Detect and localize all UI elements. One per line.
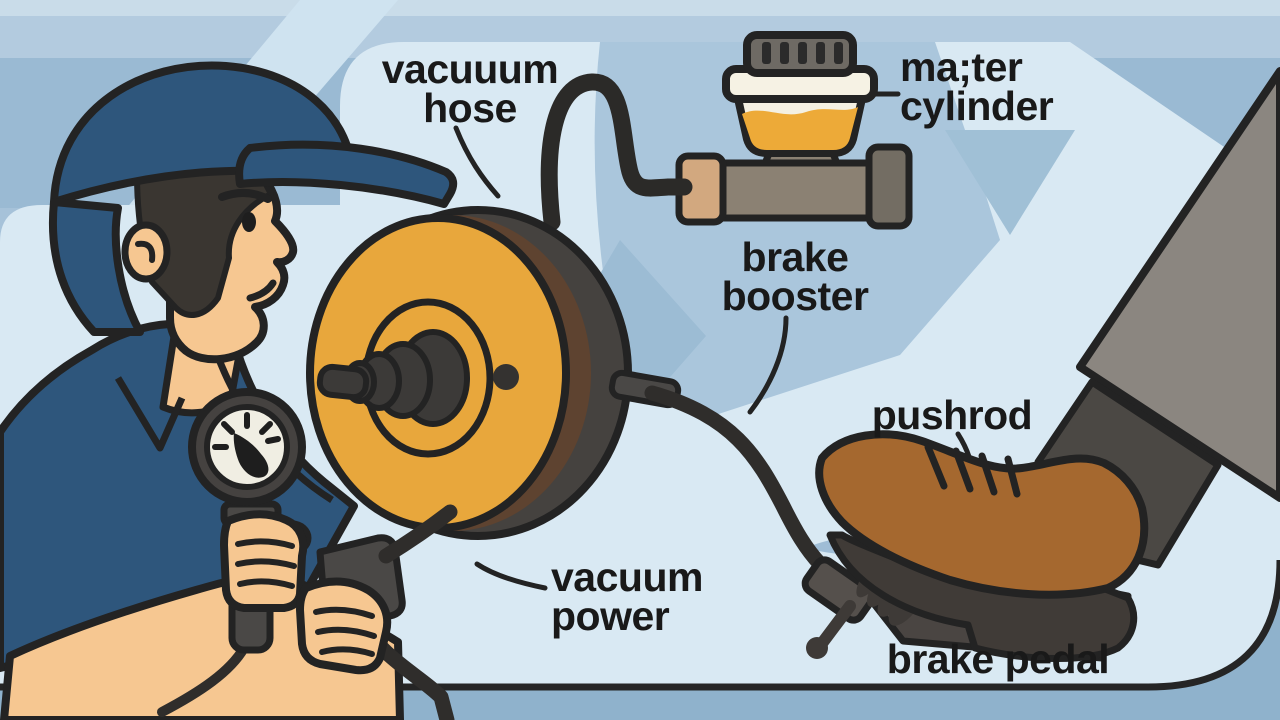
collar (114, 376, 186, 452)
label-master-cylinder-line1: ma;ter (900, 44, 1023, 90)
cap-ribs (762, 42, 843, 64)
smile (246, 279, 277, 302)
label-vacuum-hose: vacuuum hose (320, 46, 620, 131)
gauge-needle (233, 433, 269, 478)
booster-pushrod-cone (316, 329, 470, 427)
label-brake-booster-line1: brake (741, 234, 849, 280)
gauge-cable (157, 643, 249, 717)
label-vacuum-power-line1: vacuum (551, 554, 703, 600)
label-brake-pedal: brake pedal (868, 636, 1128, 682)
pedal-assembly (644, 67, 1280, 662)
mechanic (0, 61, 458, 720)
label-vacuum-power-line2: power (551, 593, 670, 639)
label-master-cylinder: ma;ter cylinder (900, 44, 1130, 129)
ear-inner (135, 240, 156, 263)
label-brake-booster: brake booster (665, 234, 925, 319)
label-brake-booster-line2: booster (721, 273, 869, 319)
label-pushrod: pushrod (852, 392, 1052, 438)
ear (121, 221, 171, 283)
label-master-cylinder-line2: cylinder (900, 83, 1054, 129)
vacuum-plug-and-hose (296, 504, 458, 720)
fist-holding-gauge (220, 510, 312, 612)
brake-fluid (742, 107, 858, 150)
label-vacuum-hose-line1: vacuuum (381, 46, 559, 92)
label-pushrod-text: pushrod (871, 392, 1033, 438)
vacuum-power-leader (474, 561, 548, 591)
shoe-laces (924, 443, 1021, 498)
brake-booster (306, 206, 682, 540)
master-cylinder (675, 31, 913, 230)
frame-line (0, 559, 1280, 691)
vacuum-hose-leader (453, 125, 501, 199)
gauge-ticks (212, 412, 281, 450)
cap-brim (235, 140, 458, 208)
label-brake-pedal-text: brake pedal (886, 636, 1110, 682)
cylinder-body (706, 159, 896, 222)
vacuum-hose (540, 73, 693, 231)
shoe-upper (815, 430, 1149, 599)
pant-leg (1076, 67, 1280, 502)
cap-back (49, 198, 144, 336)
booster-stud (493, 364, 519, 390)
hose-to-booster (378, 504, 458, 564)
label-vacuum-hose-line2: hose (423, 85, 517, 131)
label-vacuum-power: vacuum power (551, 554, 771, 639)
cylinder-right-fitting (865, 143, 913, 230)
eyebrow (218, 189, 272, 203)
brake-booster-leader (747, 315, 789, 415)
pushrod-lever (817, 600, 856, 648)
eye (242, 212, 256, 232)
fist-holding-plug (296, 577, 392, 675)
booster-to-pedal-hose (644, 385, 828, 572)
